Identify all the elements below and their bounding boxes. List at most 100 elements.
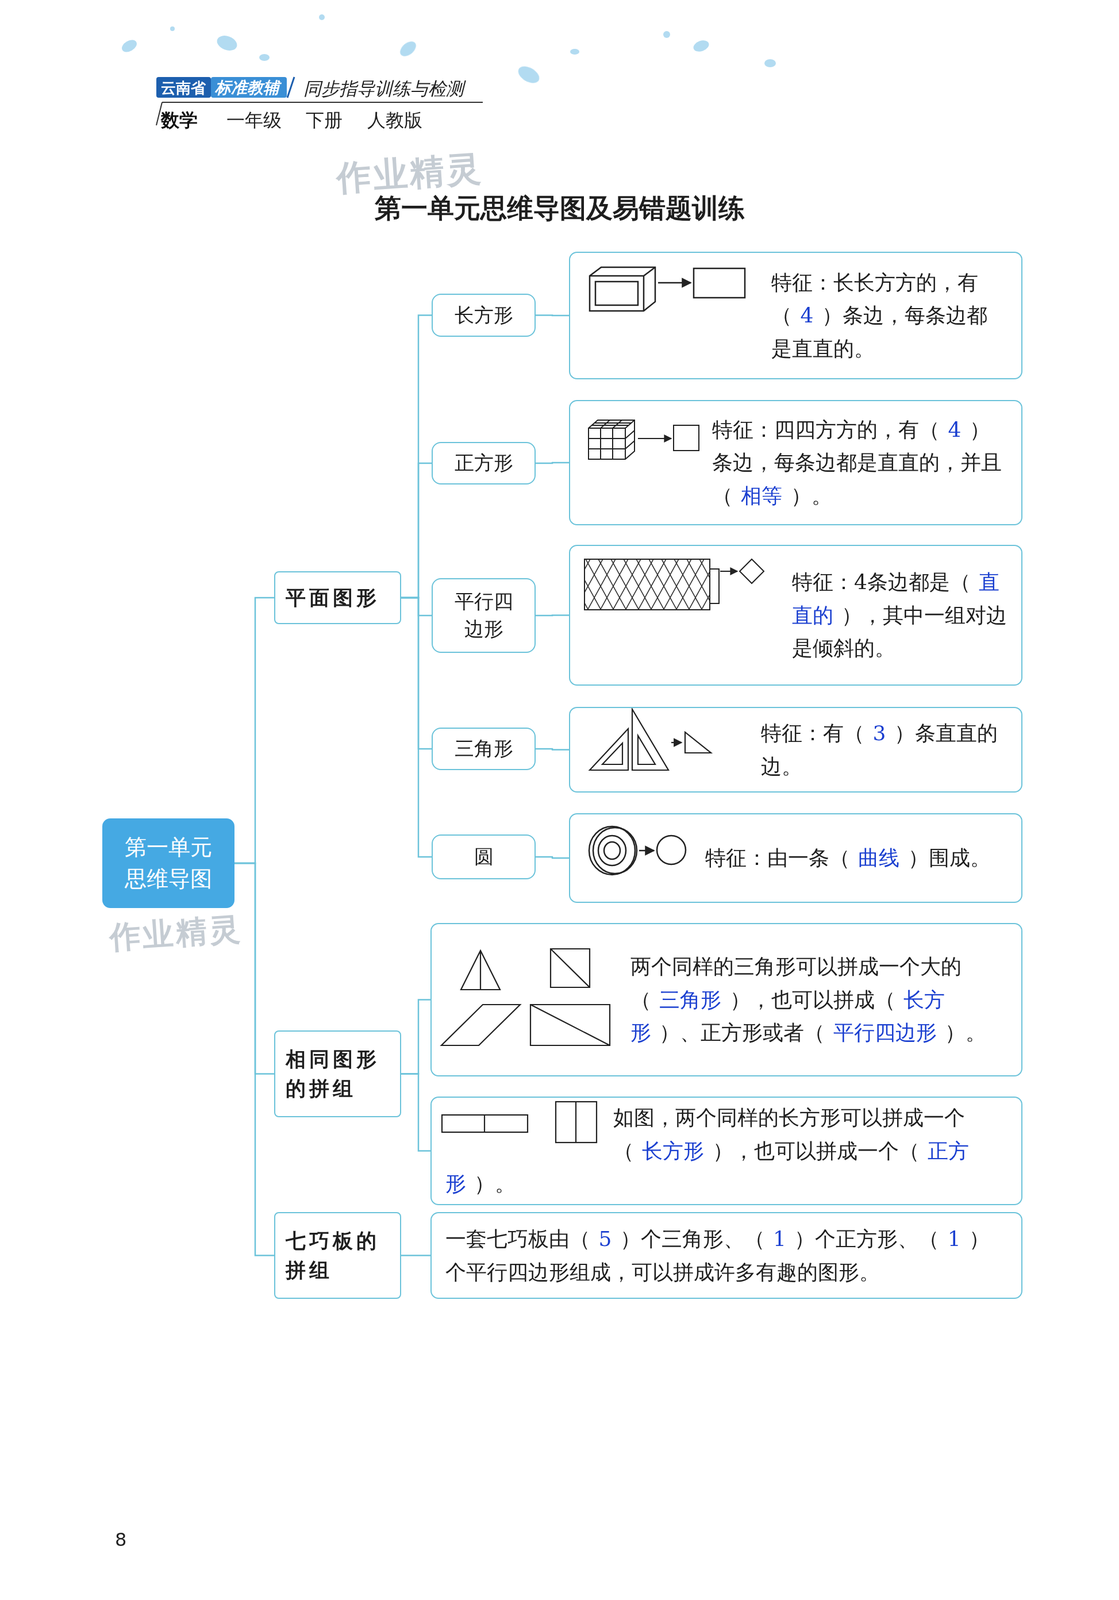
rectangle-splicing-picture: [441, 1101, 597, 1143]
connector: [401, 463, 432, 598]
node-text: ）个三角形、（: [620, 1227, 765, 1251]
tape-roll-picture: [589, 826, 686, 875]
header-text: 标准教辅: [214, 77, 280, 99]
connector: [401, 597, 432, 749]
text-holder: 平面图形: [285, 583, 390, 613]
node-text: 特征：4条边都是（: [791, 570, 971, 594]
cuboid-picture: [589, 267, 745, 311]
node-text: 平行四边形: [454, 589, 514, 641]
text-holder: 特征：4条边都是（直直的），其中一组对边是倾斜的。: [791, 565, 1008, 665]
node-text: ）个正方形、（: [794, 1227, 940, 1251]
node-text: ）。: [474, 1171, 516, 1196]
node-text: 正方形: [454, 451, 514, 475]
answer-text: 4: [947, 417, 961, 442]
answer-text: 曲线: [858, 846, 900, 870]
node-text: 第一单元思维导图: [124, 834, 213, 892]
feature-box: 特征：4条边都是（直直的），其中一组对边是倾斜的。: [568, 544, 1023, 686]
feature-box: 特征：有（3）条直直的边。: [568, 706, 1023, 793]
text-holder: 正方形: [448, 449, 519, 478]
node-text: 特征：四四方方的，有（: [712, 417, 940, 442]
connector: [234, 863, 275, 1075]
feature-box: 特征：四四方方的，有（4）条边，每条边都是直直的，并且（相等）。: [568, 400, 1023, 526]
text-holder: 特征：长长方方的，有（4）条边，每条边都是直直的。: [771, 266, 1008, 366]
node-text: ），也可以拼成一个（: [712, 1139, 920, 1163]
connector: [535, 856, 569, 859]
connector: [535, 748, 569, 751]
text-holder: 两个同样的三角形可以拼成一个大的（三角形），也可以拼成（长方形）、正方形或者（平…: [630, 950, 1008, 1050]
shape-box: 三角形: [431, 727, 536, 771]
connector: [401, 1254, 431, 1257]
node-text: ）围成。: [908, 846, 991, 870]
answer-text: 4: [800, 303, 814, 328]
text-holder: 平行四边形: [448, 587, 519, 643]
connector: [401, 597, 432, 616]
node-text: ）、正方形或者（: [659, 1020, 825, 1045]
header-text: 一年级: [226, 108, 282, 134]
connector: [234, 597, 275, 864]
triangle-splicing-picture: [441, 948, 610, 1046]
answer-text: 1: [773, 1227, 787, 1251]
header-text: 云南省: [160, 78, 206, 99]
answer-text: 相等: [740, 483, 783, 508]
text-holder: 三角形: [448, 735, 519, 763]
connector: [401, 315, 432, 599]
connector: [401, 1000, 431, 1075]
node-text: 相同图形的拼组: [285, 1047, 380, 1101]
feature-box: 特征：长长方方的，有（4）条边，每条边都是直直的。: [568, 251, 1023, 380]
connector: [535, 314, 569, 317]
text-holder: 特征：由一条（ 曲线 ）围成。: [705, 841, 1008, 875]
text-holder: 圆: [448, 843, 519, 871]
node-text: 一套七巧板由（: [445, 1227, 591, 1251]
shape-box: 长方形: [431, 293, 536, 337]
fact-box: 一套七巧板由（5）个三角形、（1）个正方形、（1）个平行四边形组成，可以拼成许多…: [430, 1212, 1023, 1299]
text-holder: 长方形: [448, 301, 519, 330]
answer-text: 三角形: [659, 987, 722, 1012]
header-text: 数学: [160, 108, 198, 134]
branch-box: 平面图形: [274, 571, 402, 625]
header-text: 人教版: [367, 108, 423, 134]
answer-text: 3: [872, 721, 886, 745]
connector: [535, 614, 569, 617]
connector: [401, 597, 432, 857]
answer-text: 长方形: [641, 1139, 705, 1163]
node-text: 平面图形: [285, 586, 380, 610]
connector: [535, 462, 569, 464]
node-text: 圆: [474, 844, 494, 868]
text-holder: 第一单元思维导图: [120, 831, 217, 895]
text-holder: 一套七巧板由（5）个三角形、（1）个正方形、（1）个平行四边形组成，可以拼成许多…: [445, 1222, 1008, 1289]
watermark: 作业精灵: [108, 908, 245, 960]
page-number: 8: [114, 1528, 127, 1551]
node-text: 特征：由一条（: [705, 846, 851, 870]
header-text: 下册: [305, 108, 343, 134]
text-holder: 相同图形的拼组: [285, 1044, 390, 1104]
answer-text: 5: [598, 1227, 612, 1251]
branch-box: 相同图形的拼组: [274, 1030, 402, 1118]
node-text: ）。: [944, 1020, 987, 1045]
text-holder: 如图，两个同样的长方形可以拼成一个（长方形），也可以拼成一个（正方形）。: [445, 1101, 1008, 1201]
float-spacer: [445, 1101, 614, 1135]
node-text: 长方形: [454, 303, 514, 327]
node-text: 三角形: [454, 736, 514, 760]
connector: [401, 1074, 431, 1152]
node-text: 特征：有（: [760, 721, 865, 745]
shape-box: 正方形: [431, 441, 536, 485]
node-text: ），也可以拼成（: [729, 987, 896, 1012]
leaf-decor: [119, 14, 776, 87]
answer-text: 1: [947, 1227, 961, 1251]
text-holder: 特征：有（3）条直直的边。: [760, 716, 1008, 783]
node-text: ）。: [790, 483, 833, 508]
branch-box: 七巧板的拼组: [274, 1212, 402, 1299]
fact-box: 如图，两个同样的长方形可以拼成一个（长方形），也可以拼成一个（正方形）。: [430, 1096, 1023, 1206]
set-square-picture: [589, 709, 711, 771]
fact-box: 两个同样的三角形可以拼成一个大的（三角形），也可以拼成（长方形）、正方形或者（平…: [430, 923, 1023, 1077]
page-title: 第一单元思维导图及易错题训练: [0, 190, 1119, 227]
feature-box: 特征：由一条（ 曲线 ）围成。: [568, 813, 1023, 903]
node-text: 七巧板的拼组: [285, 1229, 380, 1282]
root-box: 第一单元思维导图: [102, 818, 235, 909]
header-text: 同步指导训练与检测: [303, 77, 464, 102]
lattice-gate-picture: [584, 559, 764, 610]
